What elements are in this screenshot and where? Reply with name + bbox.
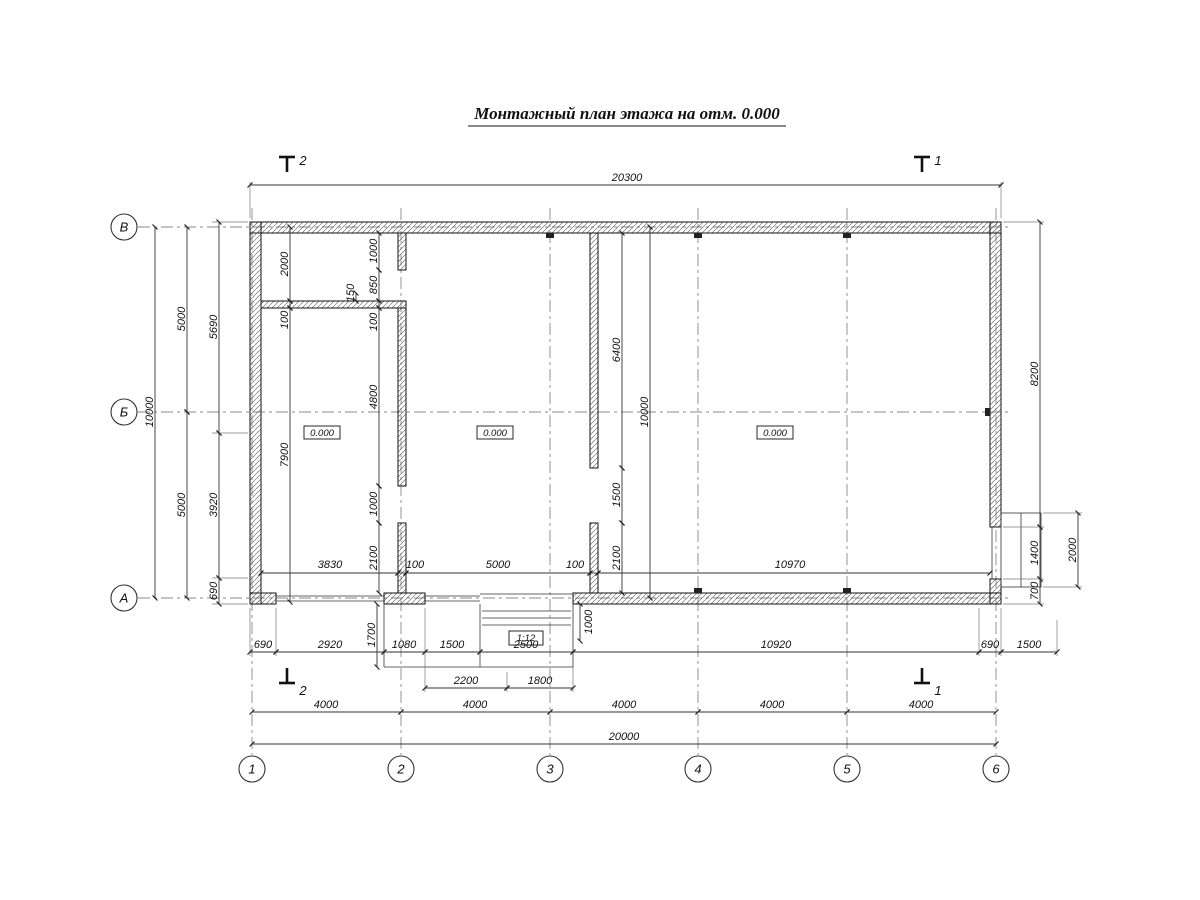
dim-b1-1: 690 <box>254 639 273 651</box>
extension-lines <box>212 182 1082 692</box>
dim-b1-2: 2920 <box>317 639 343 651</box>
wall-mid-a <box>589 232 599 469</box>
dim-b1-5: 2500 <box>513 639 539 651</box>
dim-b2-1: 2200 <box>453 675 479 687</box>
dim-w3-seg1: 6400 <box>611 337 623 362</box>
dim-b2-2: 1800 <box>528 675 553 687</box>
dim-w2-door2: 1000 <box>368 491 380 516</box>
wall-mid-b <box>589 522 599 594</box>
dim-spacing-4: 4000 <box>760 699 785 711</box>
section-1-top-label: 1 <box>934 153 941 168</box>
wall-axis2-c <box>397 522 407 594</box>
elevation-mark-3: 0.000 <box>763 428 787 439</box>
dim-partition-th: 100 <box>279 310 291 329</box>
wall-axis2-b <box>397 307 407 487</box>
dimension-lines <box>152 182 1081 747</box>
dim-right-seg2: 700 <box>1029 581 1041 600</box>
dim-plan-b3: 5000 <box>486 559 511 571</box>
dim-right-door: 1400 <box>1029 540 1041 565</box>
wall-top <box>249 221 1002 234</box>
wall-left <box>249 221 262 605</box>
dim-right-landing: 2000 <box>1067 537 1079 563</box>
axis-col-6: 6 <box>992 762 1000 777</box>
dim-b1-7: 690 <box>981 639 1000 651</box>
dim-inner-total: 10000 <box>639 396 651 427</box>
dim-left-top-seg: 5690 <box>208 314 220 339</box>
section-1-bottom-label: 1 <box>934 683 941 698</box>
elevation-marks: 0.000 0.000 0.000 <box>303 425 794 440</box>
dim-w2-door: 850 <box>368 275 380 294</box>
dim-w3-seg2: 2100 <box>611 545 623 571</box>
dim-b1-8: 1500 <box>1017 639 1042 651</box>
dim-b1-4: 1500 <box>440 639 465 651</box>
section-2-bottom-label: 2 <box>298 683 307 698</box>
dim-w3-door: 1500 <box>611 482 623 507</box>
dim-pier: 150 <box>345 283 357 302</box>
axis-bubbles: 1 2 3 4 5 6 В Б А <box>110 213 1010 783</box>
dim-top-total: 20300 <box>611 172 643 184</box>
axis-row-v: В <box>120 220 129 235</box>
axis-col-2: 2 <box>396 762 405 777</box>
axis-grid <box>138 208 1012 755</box>
dim-bottom-total: 20000 <box>608 731 640 743</box>
dim-b1-6: 10920 <box>761 639 792 651</box>
dim-plan-b1: 3830 <box>318 559 343 571</box>
openings <box>276 512 1042 668</box>
dim-b1-3: 1080 <box>392 639 417 651</box>
wall-partition <box>260 300 407 309</box>
dim-plan-b2: 100 <box>406 559 425 571</box>
ramp-slope-frame <box>508 630 544 646</box>
dim-right-seg1: 8200 <box>1029 361 1041 386</box>
dim-room1-depth: 2000 <box>279 251 291 277</box>
wall-bottom-c <box>572 592 1002 605</box>
section-2-top-label: 2 <box>298 153 307 168</box>
walls <box>249 221 1002 605</box>
elevation-mark-2: 0.000 <box>483 428 507 439</box>
dim-room1-rest: 7900 <box>279 442 291 467</box>
title-block: Монтажный план этажа на отм. 0.000 <box>468 104 786 127</box>
wall-axis2-a <box>397 232 407 271</box>
axis-row-a: А <box>119 591 129 606</box>
axis-col-4: 4 <box>694 762 701 777</box>
dim-left-upper: 5000 <box>176 306 188 331</box>
dim-porch-depth: 1700 <box>366 622 378 647</box>
dim-spacing-5: 4000 <box>909 699 934 711</box>
dim-spacing-1: 4000 <box>314 699 339 711</box>
dim-left-mid-seg: 3920 <box>208 492 220 517</box>
dim-plan-b4: 100 <box>566 559 585 571</box>
dimension-text: 20300 10000 5000 5000 5690 3920 690 2000… <box>144 172 1079 743</box>
dim-w2-seg2: 4800 <box>368 384 380 409</box>
dim-left-total: 10000 <box>144 396 156 427</box>
axis-col-1: 1 <box>248 762 255 777</box>
section-marks: 2 1 2 1 <box>279 153 942 698</box>
dim-spacing-2: 4000 <box>463 699 488 711</box>
ramp-slope-label: 1:12 <box>517 633 536 644</box>
dim-left-bot-seg: 690 <box>208 581 220 600</box>
wall-bottom-a <box>249 592 277 605</box>
dim-ramp-depth: 1000 <box>583 609 595 634</box>
dim-plan-b5: 10970 <box>775 559 806 571</box>
dim-w2-seg1: 1000 <box>368 238 380 263</box>
dim-spacing-3: 4000 <box>612 699 637 711</box>
axis-col-3: 3 <box>546 762 554 777</box>
dim-left-lower: 5000 <box>176 492 188 517</box>
axis-col-5: 5 <box>843 762 851 777</box>
wall-right-upper <box>989 221 1002 528</box>
wall-bottom-b <box>383 592 426 605</box>
drawing-title: Монтажный план этажа на отм. 0.000 <box>473 104 780 123</box>
axis-row-b: Б <box>120 405 129 420</box>
dim-w2-seg3: 2100 <box>368 545 380 571</box>
dim-w2-th: 100 <box>368 312 380 331</box>
elevation-mark-1: 0.000 <box>310 428 334 439</box>
